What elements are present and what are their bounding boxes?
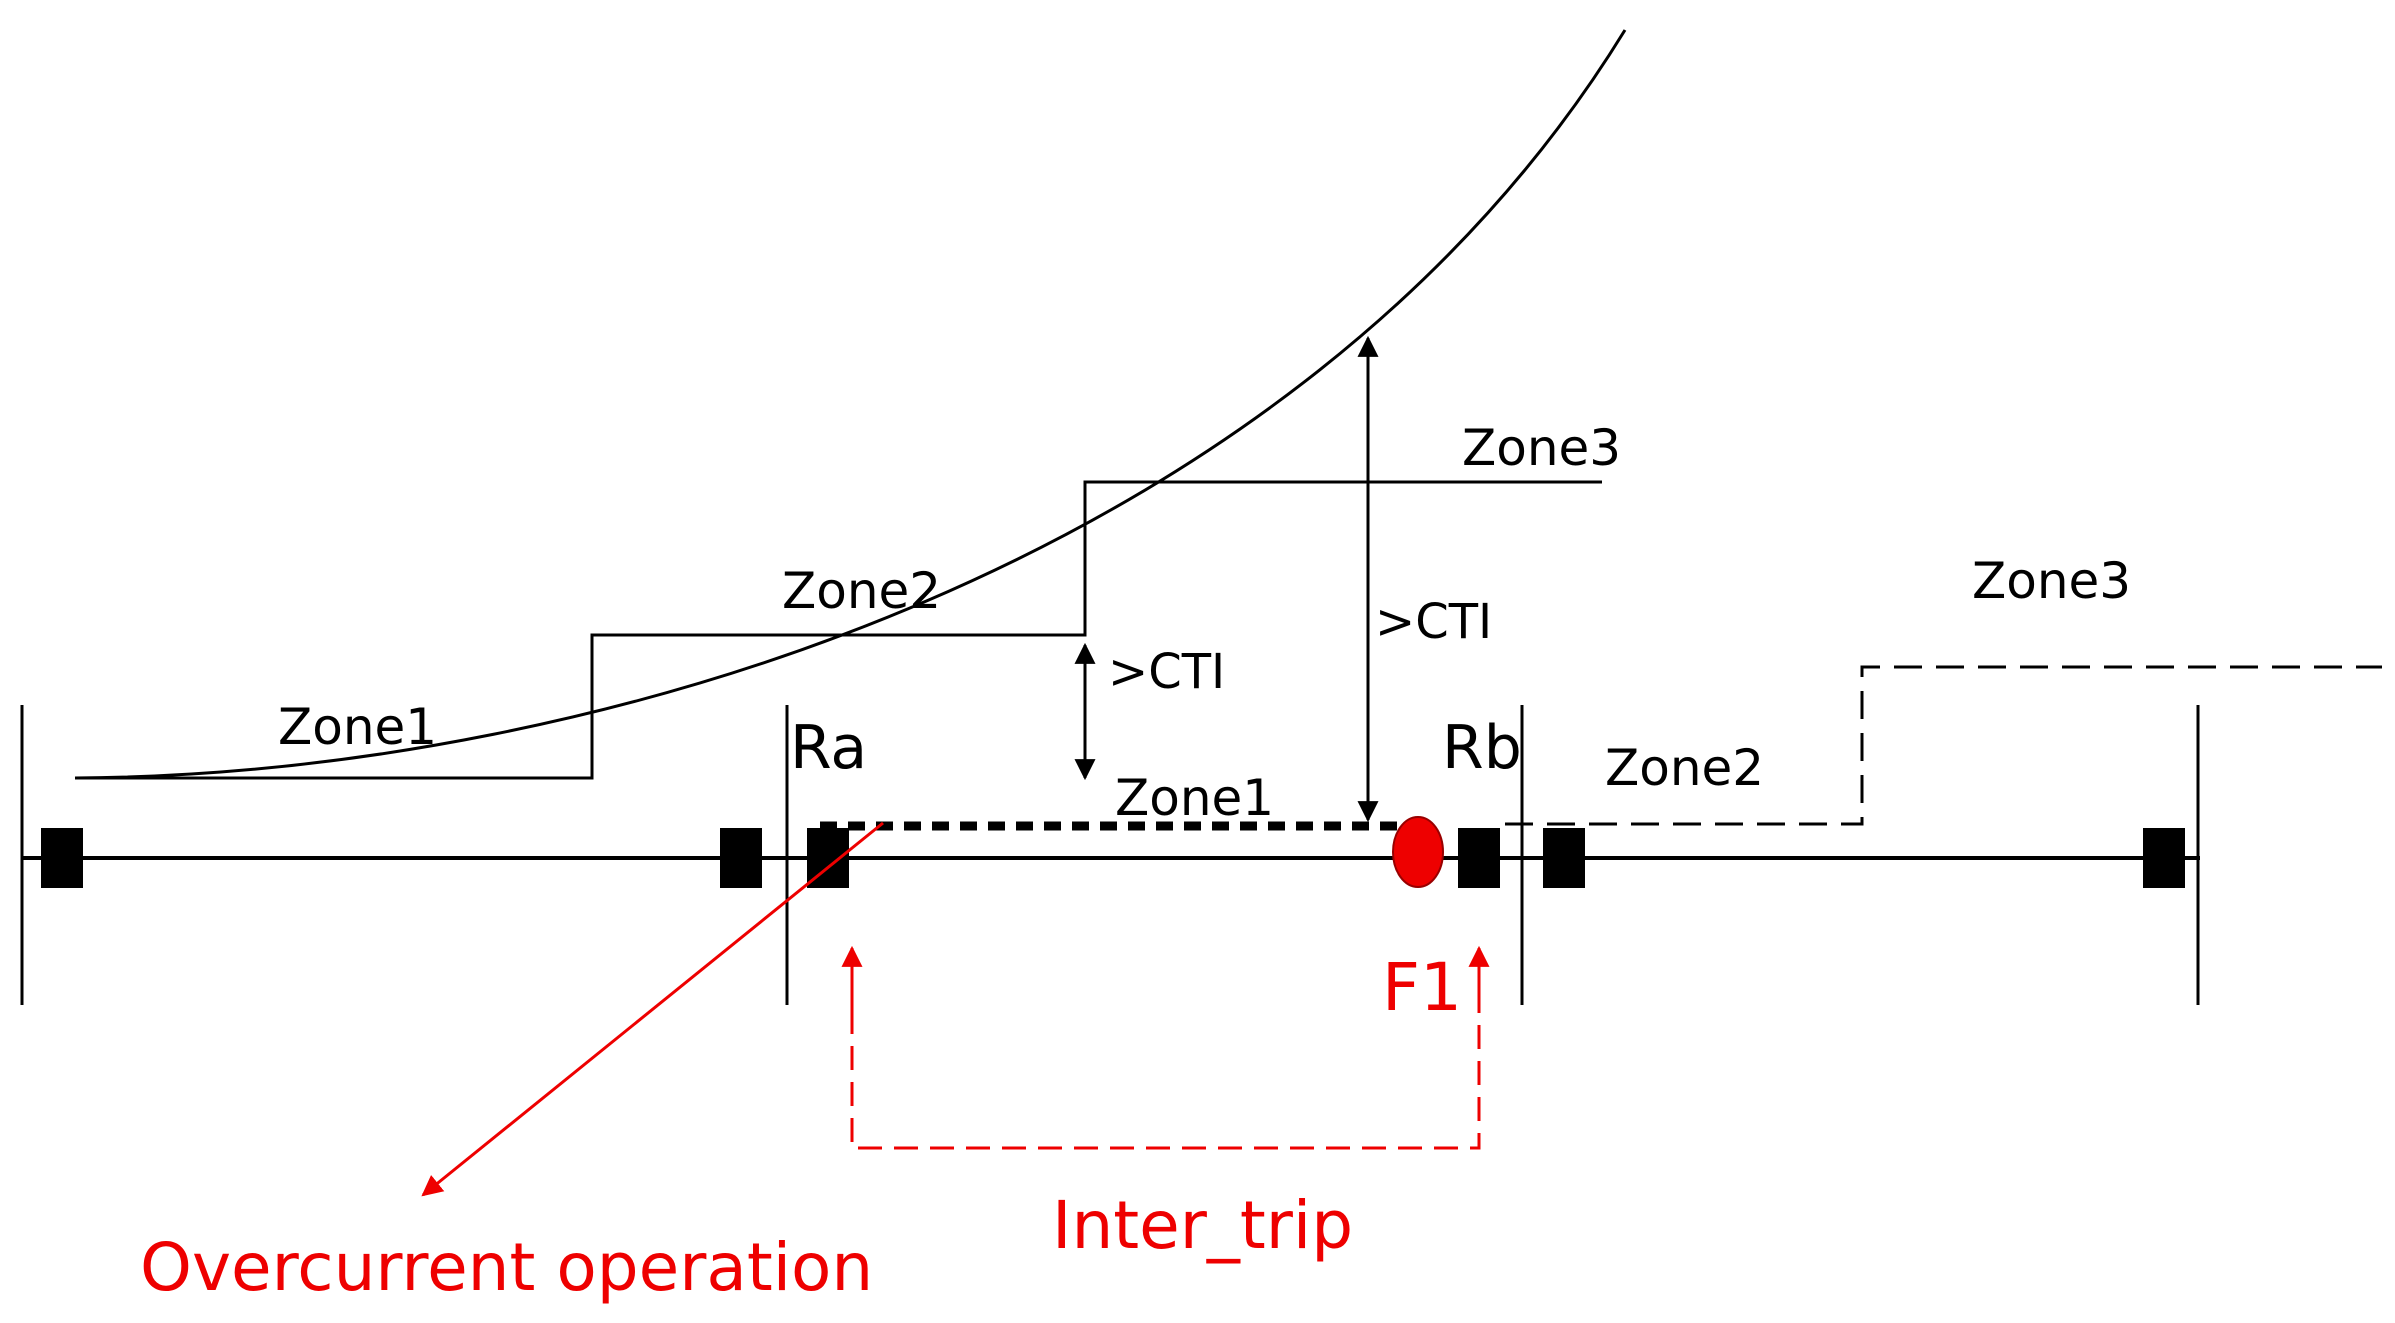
label-inter-trip: Inter_trip	[1052, 1187, 1353, 1264]
label-zone2-downstream: Zone2	[1605, 739, 1764, 797]
label-rb: Rb	[1442, 713, 1522, 783]
label-overcurrent-operation: Overcurrent operation	[140, 1229, 873, 1306]
label-zone2-upstream: Zone2	[782, 562, 941, 620]
label-ra: Ra	[790, 713, 867, 783]
zone-steps-upstream	[75, 480, 1602, 780]
label-zone1-ra: Zone1	[1115, 769, 1274, 827]
breaker-3	[1543, 828, 1585, 888]
breaker-1	[41, 828, 83, 888]
label-cti-left: >CTI	[1108, 644, 1225, 700]
zone-steps-downstream	[1505, 665, 2382, 826]
breaker-4	[2143, 828, 2185, 888]
overcurrent-arrow	[421, 821, 884, 1197]
label-fault-f1: F1	[1382, 949, 1462, 1026]
label-cti-right: >CTI	[1375, 594, 1492, 650]
breaker-2	[720, 828, 762, 888]
breaker-rb	[1458, 828, 1500, 888]
label-zone3-upstream: Zone3	[1462, 419, 1621, 477]
label-zone3-downstream: Zone3	[1972, 552, 2131, 610]
fault-f1-marker	[1392, 816, 1444, 888]
overcurrent-curve	[74, 29, 1627, 780]
inter-trip-path	[850, 1010, 1481, 1150]
label-zone1-upstream: Zone1	[278, 698, 437, 756]
